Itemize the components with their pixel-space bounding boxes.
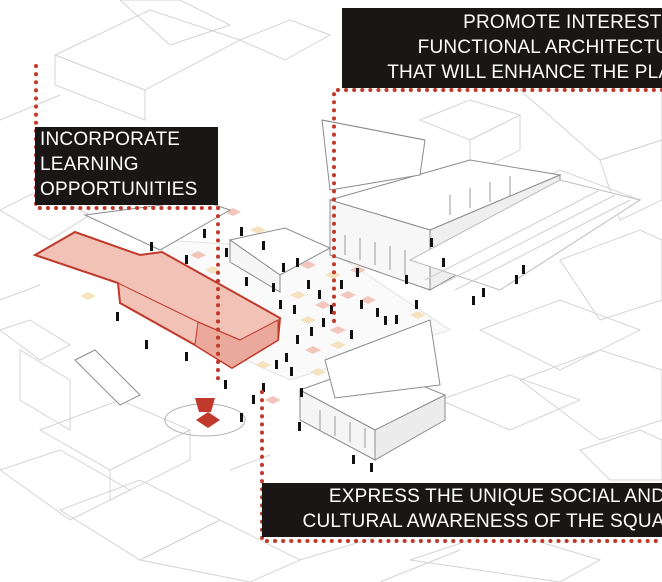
plaza-sculpture — [164, 398, 246, 437]
callout-promote-line-3: THAT WILL ENHANCE THE PLAZA — [387, 62, 662, 83]
callout-learning-line-3: OPPORTUNITIES — [40, 179, 198, 200]
callout-express-line-1: EXPRESS THE UNIQUE SOCIAL AND — [328, 486, 662, 507]
callout-express-social-cultural: EXPRESS THE UNIQUE SOCIAL AND CULTURAL A… — [262, 483, 662, 537]
proposed-learning-building — [32, 230, 282, 370]
leader-promote — [332, 88, 662, 328]
callout-learning-line-2: LEARNING — [40, 154, 139, 175]
leader-express — [260, 390, 662, 543]
callout-promote-line-2: FUNCTIONAL ARCHITECTURE — [417, 37, 662, 58]
callout-promote-line-1: PROMOTE INTERESTING — [463, 12, 662, 33]
callout-express-line-2: CULTURAL AWARENESS OF THE SQUARE — [302, 511, 662, 532]
people-figures — [116, 227, 525, 472]
callout-learning-opportunities: INCORPORATE LEARNING OPPORTUNITIES — [35, 127, 218, 205]
callout-promote-architecture: PROMOTE INTERESTING FUNCTIONAL ARCHITECT… — [342, 8, 662, 88]
callout-learning-line-1: INCORPORATE — [40, 129, 181, 150]
facade-details — [319, 176, 631, 448]
